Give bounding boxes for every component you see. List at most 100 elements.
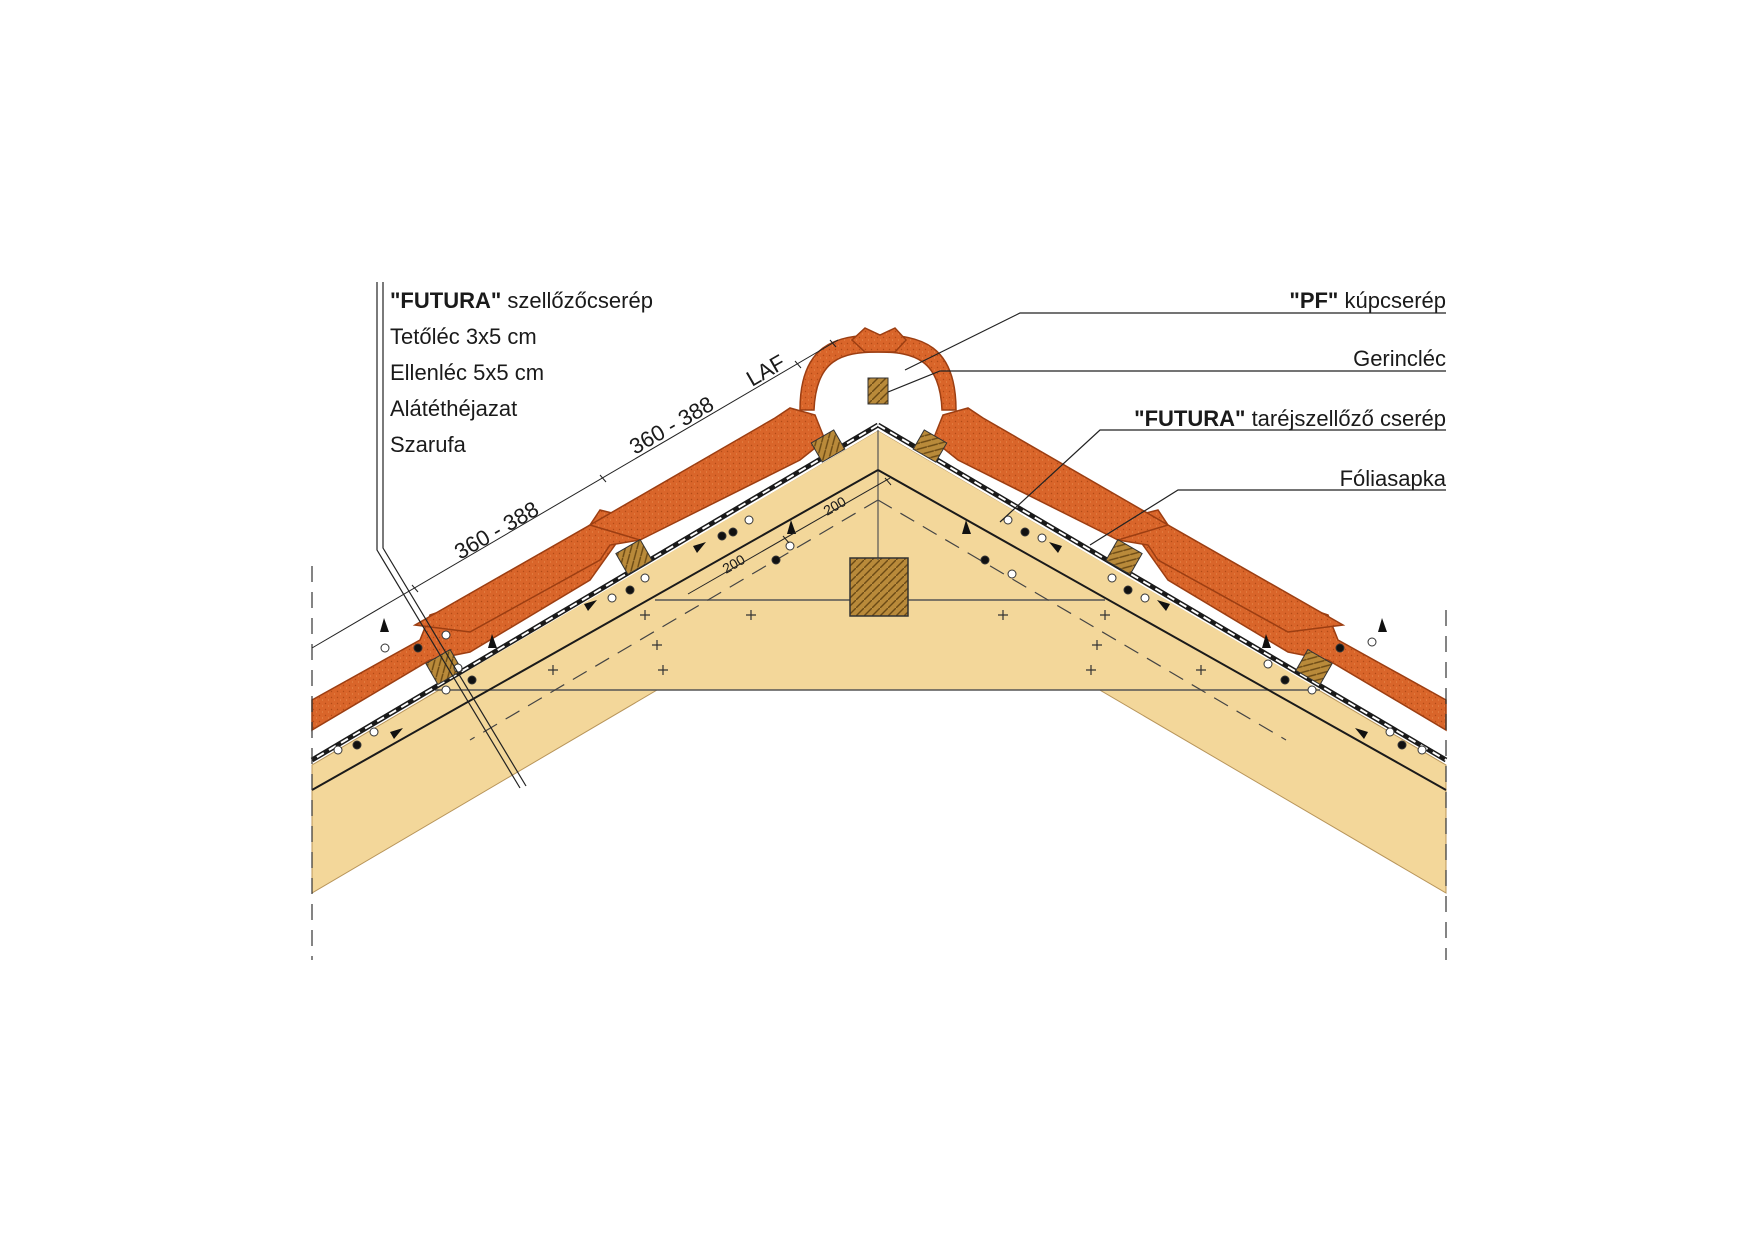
tile-right-3 xyxy=(932,407,1170,541)
leaders-left xyxy=(376,282,527,789)
dim-tick xyxy=(782,535,790,544)
dimension-lines xyxy=(311,339,892,649)
vent-dot-icon xyxy=(1020,527,1030,537)
membrane-left-dash xyxy=(311,424,879,761)
cross-mark xyxy=(998,610,1008,620)
cross-mark xyxy=(1100,610,1110,620)
dimension-label-3: LAF xyxy=(742,349,789,391)
ridge-cap-tile xyxy=(799,334,957,411)
batten-right-1 xyxy=(1295,648,1333,686)
vent-circle-icon xyxy=(380,643,390,653)
label-futura-rest: szellőzőcserép xyxy=(501,288,653,313)
label-ellenlec: Ellenléc 5x5 cm xyxy=(390,360,544,385)
airflow-arrow-icon xyxy=(962,520,971,534)
vent-circle-icon xyxy=(1003,515,1013,525)
centerline-right xyxy=(877,499,1287,741)
vent-circle-icon xyxy=(1263,659,1273,669)
membrane-left-lower xyxy=(311,469,879,791)
vent-dot-icon xyxy=(1335,643,1345,653)
dimension-label-2: 360 - 388 xyxy=(625,391,718,459)
vent-circle-icon xyxy=(441,685,451,695)
dim-tick xyxy=(884,477,892,486)
label-foliasapka: Fóliasapka xyxy=(1340,466,1447,491)
vent-dot-icon xyxy=(413,643,423,653)
label-futura-bold: "FUTURA" xyxy=(390,288,501,313)
label-gerinclec: Gerincléc xyxy=(1353,346,1446,371)
vent-circle-icon xyxy=(333,745,343,755)
vent-dot-icon xyxy=(467,675,477,685)
tiles-left xyxy=(311,407,826,732)
tiles-right xyxy=(932,407,1447,732)
labels-left: "FUTURA" szellőzőcserép Tetőléc 3x5 cm E… xyxy=(390,288,653,457)
dim-line-200 xyxy=(687,477,891,595)
dim-tick xyxy=(794,360,802,369)
vent-dot-icon xyxy=(1123,585,1133,595)
vent-circle-icon xyxy=(607,593,617,603)
vent-circle-icon xyxy=(1417,745,1427,755)
membrane-right-dash xyxy=(877,424,1447,761)
batten-right-3 xyxy=(912,429,948,463)
leader-left-outer xyxy=(376,282,521,789)
battens-right xyxy=(912,429,1333,686)
airflow-arrow-icon xyxy=(1049,542,1062,553)
dim-tick xyxy=(599,474,607,483)
cross-mark xyxy=(640,610,650,620)
airflow-arrow-icon xyxy=(390,728,403,739)
label-pf-rest: kúpcserép xyxy=(1338,288,1446,313)
airflow-arrow-icon xyxy=(787,520,796,534)
dim-tick xyxy=(411,584,419,593)
airflow-arrow-icon xyxy=(1157,600,1170,611)
leader-gerinclec xyxy=(887,370,1446,393)
ridge-cap xyxy=(799,327,957,411)
leader-futura xyxy=(999,429,1446,523)
label-pf-bold: "PF" xyxy=(1289,288,1338,313)
label-tetolec: Tetőléc 3x5 cm xyxy=(390,324,537,349)
airflow-arrow-icon xyxy=(1355,728,1368,739)
ridge-batten xyxy=(867,377,889,405)
batten-left-2 xyxy=(615,538,653,576)
label-futura-crest-rest: taréjszellőző cserép xyxy=(1245,406,1446,431)
vent-circle-icon xyxy=(1107,573,1117,583)
leader-pf xyxy=(904,312,1446,371)
vent-circle-icon xyxy=(441,630,451,640)
cross-mark xyxy=(548,665,558,675)
label-pf-ridge-tile: "PF" kúpcserép xyxy=(1289,288,1446,313)
batten-left-3 xyxy=(810,429,846,463)
vent-dot-icon xyxy=(771,555,781,565)
cross-mark xyxy=(1196,665,1206,675)
section-cut-lines xyxy=(311,566,1447,960)
label-futura-crest-tile: "FUTURA" taréjszellőző cserép xyxy=(1134,406,1446,431)
leader-foliasapka xyxy=(1089,489,1446,546)
leader-left-inner xyxy=(382,282,527,787)
airflow-arrows xyxy=(380,520,1387,739)
leaders-right xyxy=(887,312,1446,546)
label-futura-crest-bold: "FUTURA" xyxy=(1134,406,1245,431)
vent-circle-icon xyxy=(1367,637,1377,647)
vent-dot-icon xyxy=(728,527,738,537)
vent-circle-icon xyxy=(369,727,379,737)
underlay-membrane xyxy=(310,422,1448,791)
dim-line-slope xyxy=(311,339,839,649)
label-alatethejazat: Alátéthéjazat xyxy=(390,396,517,421)
cross-mark xyxy=(652,640,662,650)
airflow-arrow-icon xyxy=(380,618,389,632)
airflow-arrow-icon xyxy=(488,634,497,648)
vent-dot-icon xyxy=(352,740,362,750)
vent-circle-icon xyxy=(1385,727,1395,737)
dimension-label-1: 360 - 388 xyxy=(450,496,543,564)
cross-mark xyxy=(1086,665,1096,675)
vent-circle-icon xyxy=(785,541,795,551)
rafter-structure xyxy=(311,430,1447,894)
vent-circle-icon xyxy=(1140,593,1150,603)
airflow-arrow-icon xyxy=(1262,634,1271,648)
label-szarufa: Szarufa xyxy=(390,432,467,457)
vent-circle-icon xyxy=(640,573,650,583)
membrane-right-lower xyxy=(877,469,1447,791)
label-futura-vent-tile: "FUTURA" szellőzőcserép xyxy=(390,288,653,313)
labels-right: "PF" kúpcserép Gerincléc "FUTURA" taréjs… xyxy=(1134,288,1447,491)
vent-circle-icon xyxy=(1307,685,1317,695)
vent-dot-icon xyxy=(717,531,727,541)
cross-mark xyxy=(746,610,756,620)
vent-markers xyxy=(333,515,1427,755)
